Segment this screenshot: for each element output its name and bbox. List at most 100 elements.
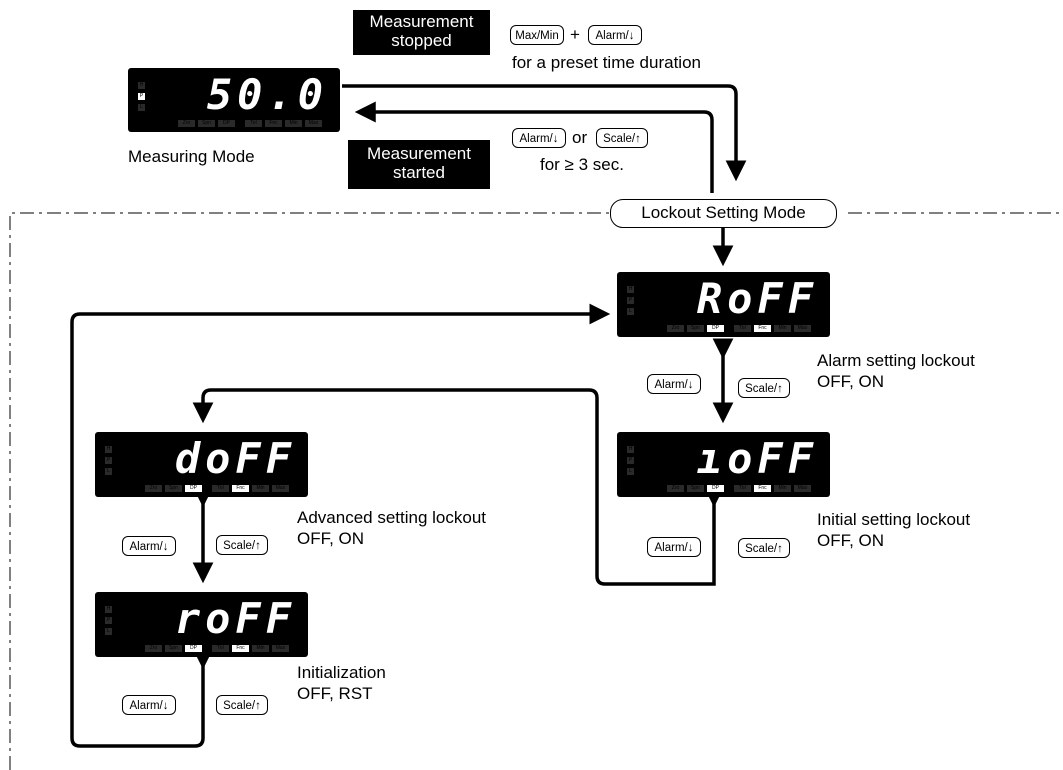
spn-indicator: Spn [198, 120, 215, 127]
tol-indicator: Tol [245, 120, 262, 127]
alarm-lockout-value: RoFF [696, 274, 818, 323]
max-indicator: Max [794, 325, 811, 332]
fnc-indicator: Fnc [232, 485, 249, 492]
zro-indicator: Zro [145, 645, 162, 652]
fnc-indicator: Fnc [754, 485, 771, 492]
alarm-key-top: Alarm/↓ [588, 25, 642, 45]
measurement-stopped-badge: Measurement stopped [353, 10, 490, 55]
arrow-to-lockout [342, 84, 747, 182]
started-line2: started [393, 163, 445, 182]
hpl-indicators: H P L [105, 446, 113, 479]
scale-key-return: Scale/↑ [596, 128, 648, 148]
measuring-value: 50.0 [206, 70, 328, 119]
advanced-lockout-title: Advanced setting lockout [297, 508, 487, 527]
arrow-roff-to-aoff [70, 303, 611, 748]
l-indicator: L [105, 468, 112, 475]
min-indicator: Min [252, 645, 269, 652]
tol-indicator: Tol [734, 485, 751, 492]
indicator-gap [727, 325, 731, 332]
hpl-indicators: H P L [138, 82, 146, 115]
zro-indicator: Zro [145, 485, 162, 492]
started-line1: Measurement [367, 144, 471, 163]
h-indicator: H [627, 446, 634, 453]
fnc-indicator: Fnc [265, 120, 282, 127]
alarm-lockout-display: H P L RoFF Zro Spn DP Tol Fnc Min Max [617, 272, 830, 337]
max-indicator: Max [794, 485, 811, 492]
dp-indicator: DP [185, 485, 202, 492]
maxmin-key: Max/Min [510, 25, 564, 45]
l-indicator: L [138, 104, 145, 111]
status-indicators: Zro Spn DP Tol Fnc Min Max [145, 485, 300, 493]
p-indicator: P [105, 617, 112, 624]
p-indicator: P [138, 93, 145, 100]
tol-indicator: Tol [212, 485, 229, 492]
advanced-lockout-values: OFF, ON [297, 529, 365, 548]
initialization-values: OFF, RST [297, 684, 373, 703]
measuring-display: H P L 50.0 Zro Spn DP Tol Fnc Min Max [128, 68, 340, 132]
max-indicator: Max [272, 485, 289, 492]
lockout-setting-mode-box: Lockout Setting Mode [610, 199, 837, 228]
indicator-gap [205, 485, 209, 492]
min-indicator: Min [252, 485, 269, 492]
p-indicator: P [105, 457, 112, 464]
dp-indicator: DP [707, 485, 724, 492]
h-indicator: H [627, 286, 634, 293]
scale-key: Scale/↑ [216, 535, 268, 555]
fnc-indicator: Fnc [232, 645, 249, 652]
initialization-value: roFF [174, 594, 296, 643]
p-indicator: P [627, 457, 634, 464]
initialization-display: H P L roFF Zro Spn DP Tol Fnc Min Max [95, 592, 308, 657]
alarm-lockout-values: OFF, ON [817, 372, 885, 391]
p-indicator: P [627, 297, 634, 304]
scale-key: Scale/↑ [738, 378, 790, 398]
zro-indicator: Zro [178, 120, 195, 127]
alarm-key-return: Alarm/↓ [512, 128, 566, 148]
advanced-lockout-display: H P L doFF Zro Spn DP Tol Fnc Min Max [95, 432, 308, 497]
max-indicator: Max [272, 645, 289, 652]
alarm-key: Alarm/↓ [122, 536, 176, 556]
h-indicator: H [105, 446, 112, 453]
initial-lockout-value: ıoFF [696, 434, 818, 483]
min-indicator: Min [774, 325, 791, 332]
dp-indicator: DP [707, 325, 724, 332]
or-text: or [572, 128, 588, 147]
l-indicator: L [105, 628, 112, 635]
lockout-mode-boundary [9, 212, 610, 770]
advanced-lockout-value: doFF [174, 434, 296, 483]
preset-time-text: for a preset time duration [512, 53, 701, 72]
h-indicator: H [138, 82, 145, 89]
dp-indicator: DP [218, 120, 235, 127]
initial-lockout-title: Initial setting lockout [817, 510, 971, 529]
spn-indicator: Spn [165, 485, 182, 492]
alarm-key: Alarm/↓ [647, 374, 701, 394]
alarm-lockout-title: Alarm setting lockout [817, 351, 975, 370]
alarm-key: Alarm/↓ [122, 695, 176, 715]
tol-indicator: Tol [212, 645, 229, 652]
min-indicator: Min [774, 485, 791, 492]
initial-lockout-values: OFF, ON [817, 531, 885, 550]
scale-key: Scale/↑ [738, 538, 790, 558]
spn-indicator: Spn [165, 645, 182, 652]
hpl-indicators: H P L [105, 606, 113, 639]
measuring-mode-label: Measuring Mode [128, 147, 255, 166]
status-indicators: Zro Spn DP Tol Fnc Min Max [667, 485, 822, 493]
spn-indicator: Spn [687, 485, 704, 492]
zro-indicator: Zro [667, 485, 684, 492]
l-indicator: L [627, 308, 634, 315]
alarm-key: Alarm/↓ [647, 537, 701, 557]
initial-lockout-display: H P L ıoFF Zro Spn DP Tol Fnc Min Max [617, 432, 830, 497]
indicator-gap [727, 485, 731, 492]
indicator-gap [205, 645, 209, 652]
status-indicators: Zro Spn DP Tol Fnc Min Max [145, 645, 300, 653]
dp-indicator: DP [185, 645, 202, 652]
hpl-indicators: H P L [627, 286, 635, 319]
stopped-line2: stopped [391, 31, 452, 50]
max-indicator: Max [305, 120, 322, 127]
fnc-indicator: Fnc [754, 325, 771, 332]
plus-sign: + [570, 25, 580, 44]
l-indicator: L [627, 468, 634, 475]
status-indicators: Zro Spn DP Tol Fnc Min Max [178, 120, 332, 128]
tol-indicator: Tol [734, 325, 751, 332]
status-indicators: Zro Spn DP Tol Fnc Min Max [667, 325, 822, 333]
